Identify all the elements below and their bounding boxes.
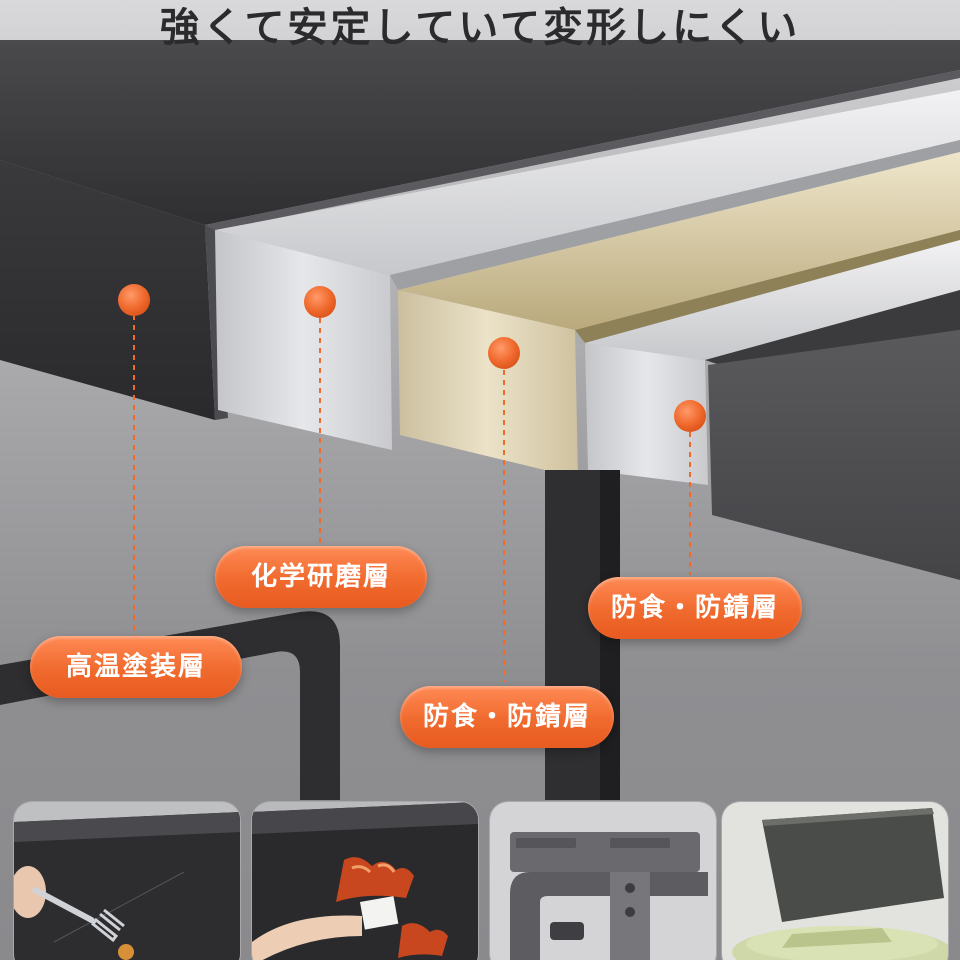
outer-frame-top: [0, 40, 960, 225]
gold-layer-front: [398, 290, 578, 478]
marker-dot-right: [674, 400, 706, 432]
silver-layer-front: [215, 230, 392, 450]
gold-layer-inner-edge: [575, 230, 960, 343]
label-anticorrosion-layer-middle: 防食・防錆層: [400, 686, 614, 748]
marker-dot-coating: [118, 284, 150, 316]
marker-dot-middle: [488, 337, 520, 369]
marker-dot-polish: [304, 286, 336, 318]
core-block-top: [705, 290, 960, 365]
label-chemical-polish-layer: 化学研磨層: [215, 546, 427, 608]
gold-layer-top: [398, 152, 960, 330]
silver-layer-top: [215, 90, 960, 275]
panel-over-liquid-photo: [722, 802, 948, 960]
outer-frame-front: [0, 160, 215, 420]
inner-silver-top: [585, 240, 960, 360]
label-high-temp-coating-layer: 高温塗装層: [30, 636, 242, 698]
silver-layer-inner-edge: [390, 140, 960, 290]
label-anticorrosion-layer-right: 防食・防錆層: [588, 577, 802, 639]
core-block-front: [708, 330, 960, 580]
rack-connector-closeup-photo: [490, 802, 716, 960]
fork-scratch-test-photo: [14, 802, 240, 960]
flame-burn-test-photo: [252, 802, 478, 960]
headline: 強くて安定していて変形しにくい: [159, 5, 801, 51]
inner-silver-front: [585, 343, 708, 485]
